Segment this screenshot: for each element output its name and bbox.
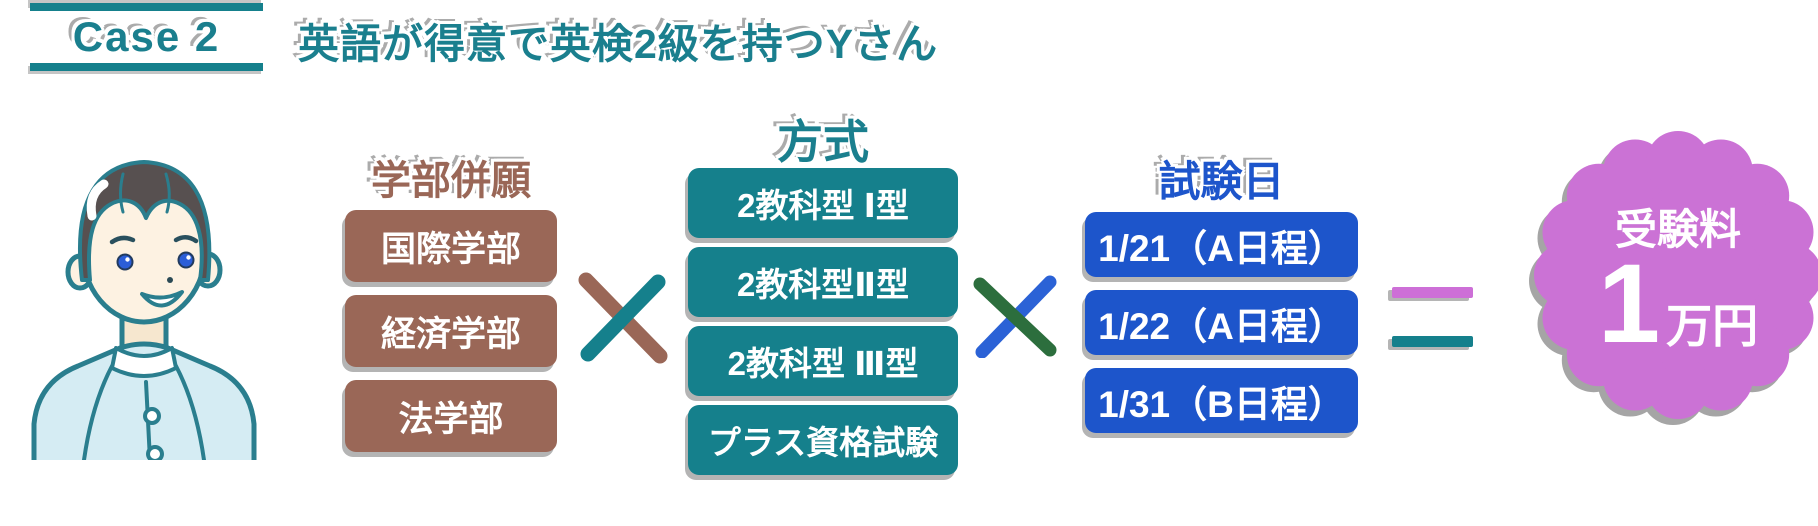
faculty-box: 法学部 — [345, 380, 557, 452]
case-label: Case 2 — [72, 13, 221, 60]
multiply-icon-1 — [578, 272, 668, 364]
multiply-icon-2 — [973, 275, 1057, 358]
case-badge-top-bar — [30, 3, 263, 11]
dates-column: 試験日 1/21（A日程） 1/22（A日程） 1/31（B日程） — [1085, 148, 1358, 446]
student-illustration-icon — [31, 160, 257, 460]
dates-header: 試験日 — [1158, 158, 1285, 205]
equals-icon — [1392, 287, 1473, 347]
methods-column: 方式 2教科型 Ⅰ型 2教科型Ⅱ型 2教科型 Ⅲ型 プラス資格試験 — [688, 106, 958, 484]
date-box: 1/21（A日程） — [1085, 212, 1358, 277]
faculties-column: 学部併願 国際学部 経済学部 法学部 — [345, 148, 557, 465]
price-amount: 1 万円 — [1528, 248, 1818, 360]
page-title: 英語が得意で英検2級を持つYさん — [298, 21, 939, 67]
date-box: 1/31（B日程） — [1085, 368, 1358, 433]
method-box: 2教科型 Ⅲ型 — [688, 326, 958, 396]
case-badge-bottom-bar — [30, 63, 263, 71]
method-box: 2教科型 Ⅰ型 — [688, 168, 958, 238]
price-seal-icon — [1529, 131, 1818, 425]
date-box: 1/22（A日程） — [1085, 290, 1358, 355]
method-box: プラス資格試験 — [688, 405, 958, 475]
faculties-header: 学部併願 — [371, 159, 531, 203]
price-unit: 万円 — [1666, 300, 1759, 352]
equals-top-bar — [1392, 287, 1473, 298]
faculty-box: 経済学部 — [345, 295, 557, 367]
equals-bottom-bar — [1392, 336, 1473, 347]
method-box: 2教科型Ⅱ型 — [688, 247, 958, 317]
price-number: 1 — [1597, 241, 1661, 366]
methods-header: 方式 — [777, 116, 869, 168]
case-badge: Case 2 — [30, 3, 263, 71]
price-label: 受験料 — [1614, 206, 1741, 253]
faculty-box: 国際学部 — [345, 210, 557, 282]
